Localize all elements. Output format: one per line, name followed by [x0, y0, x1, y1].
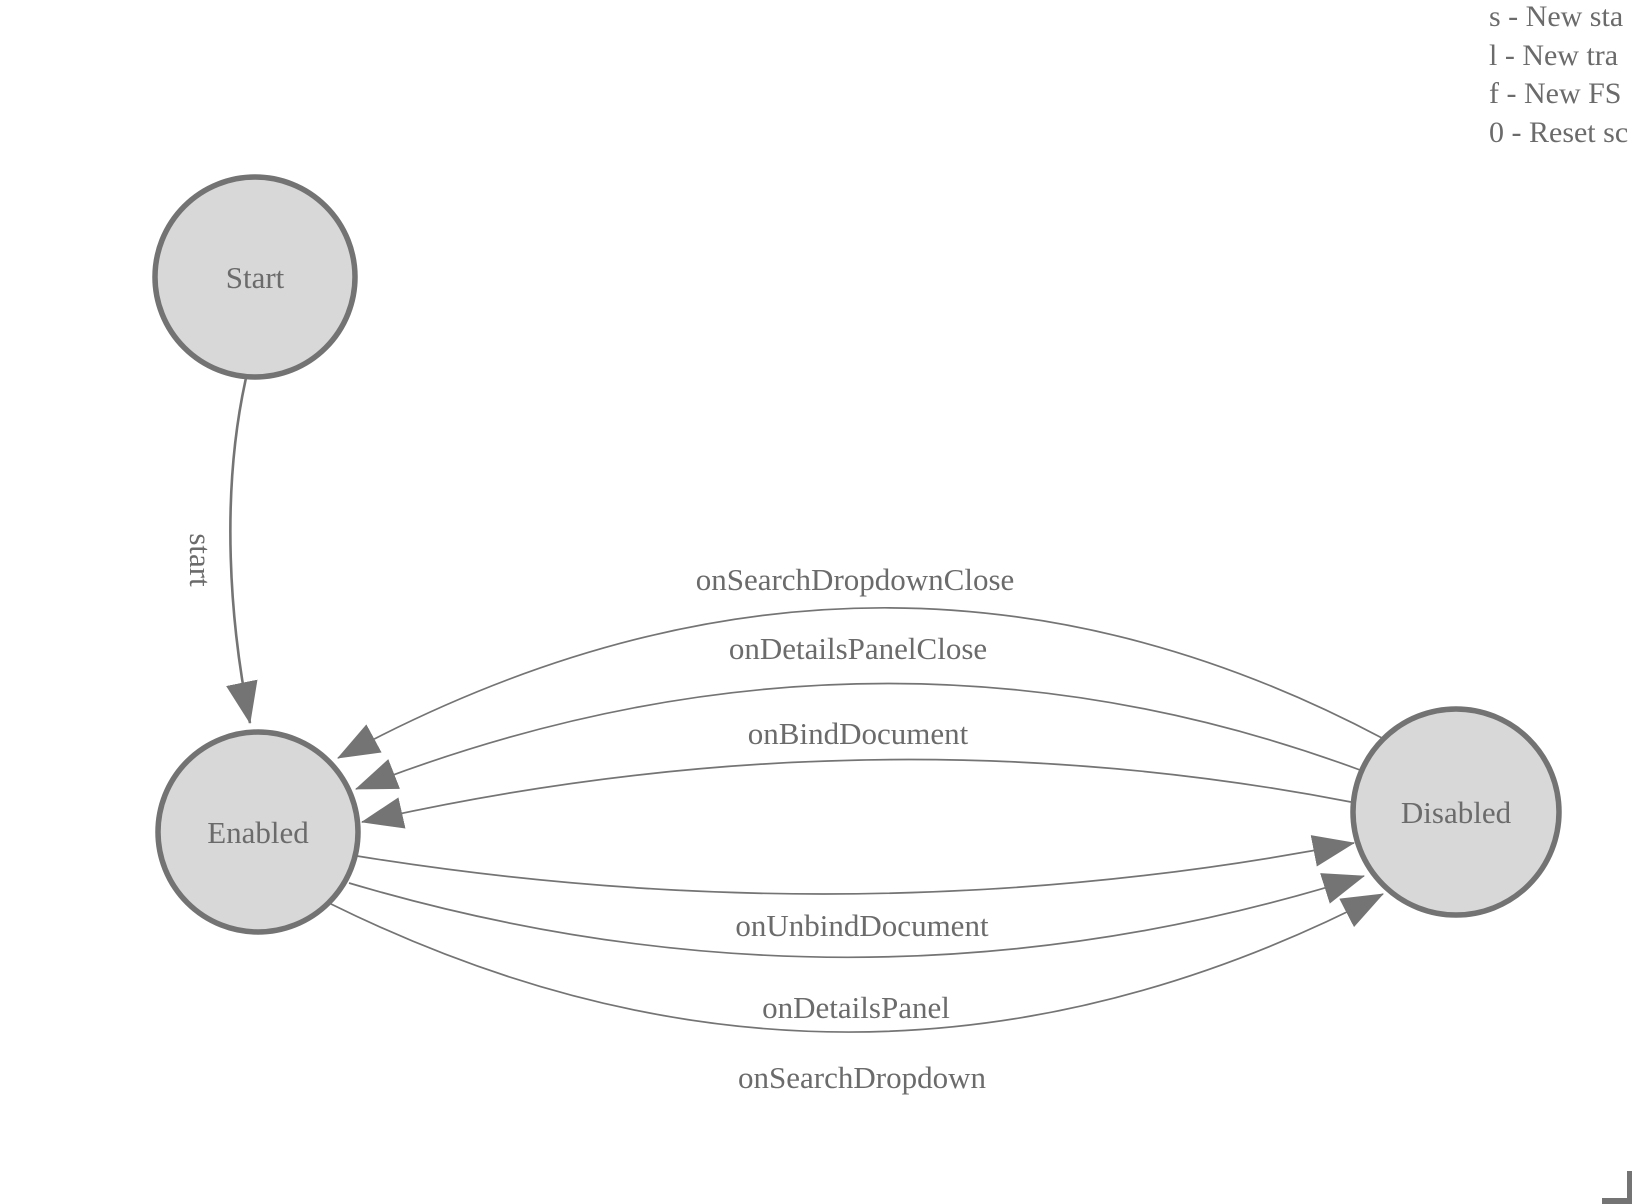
- transition-edge-onsearchdropdown[interactable]: [330, 893, 1384, 1033]
- transition-edge-ondetailspanel[interactable]: [348, 873, 1365, 959]
- transition-label-ondetailspanelclose: onDetailsPanelClose: [729, 631, 987, 666]
- canvas-corner-bracket: [1602, 1171, 1632, 1204]
- transition-label-ondetailspanel: onDetailsPanel: [762, 990, 950, 1025]
- transition-edge-ondetailspanelclose[interactable]: [355, 682, 1361, 790]
- state-node-enabled[interactable]: Enabled: [155, 729, 361, 935]
- transition-edge-onsearchdropdownclose[interactable]: [337, 607, 1383, 759]
- transition-label-start: start: [183, 533, 218, 587]
- state-circle-disabled[interactable]: [1350, 706, 1562, 918]
- shortcut-legend-line: f - New FS: [1489, 77, 1622, 110]
- shortcut-legend-line: l - New tra: [1489, 38, 1619, 72]
- shortcut-legend: s - New sta l - New tra f - New FS 0 - R…: [1489, 0, 1628, 152]
- transition-label-onunbinddocument: onUnbindDocument: [735, 908, 989, 943]
- transition-edge-onbinddocument[interactable]: [361, 758, 1352, 829]
- transition-label-onbinddocument: onBindDocument: [748, 716, 969, 751]
- transition-label-onsearchdropdownclose: onSearchDropdownClose: [696, 562, 1015, 597]
- transition-label-onsearchdropdown: onSearchDropdown: [738, 1060, 986, 1095]
- state-node-start[interactable]: Start: [152, 174, 358, 380]
- shortcut-legend-line: 0 - Reset sc: [1489, 115, 1629, 149]
- state-circle-enabled[interactable]: [155, 729, 361, 935]
- state-circle-start[interactable]: [152, 174, 358, 380]
- transition-edge-start[interactable]: [226, 377, 258, 724]
- state-label-enabled: Enabled: [207, 815, 309, 850]
- state-label-disabled: Disabled: [1401, 795, 1512, 830]
- shortcut-legend-line: s - New sta: [1489, 0, 1624, 33]
- state-node-disabled[interactable]: Disabled: [1350, 706, 1562, 918]
- state-label-start: Start: [226, 260, 285, 295]
- transition-edge-onunbinddocument[interactable]: [356, 835, 1355, 895]
